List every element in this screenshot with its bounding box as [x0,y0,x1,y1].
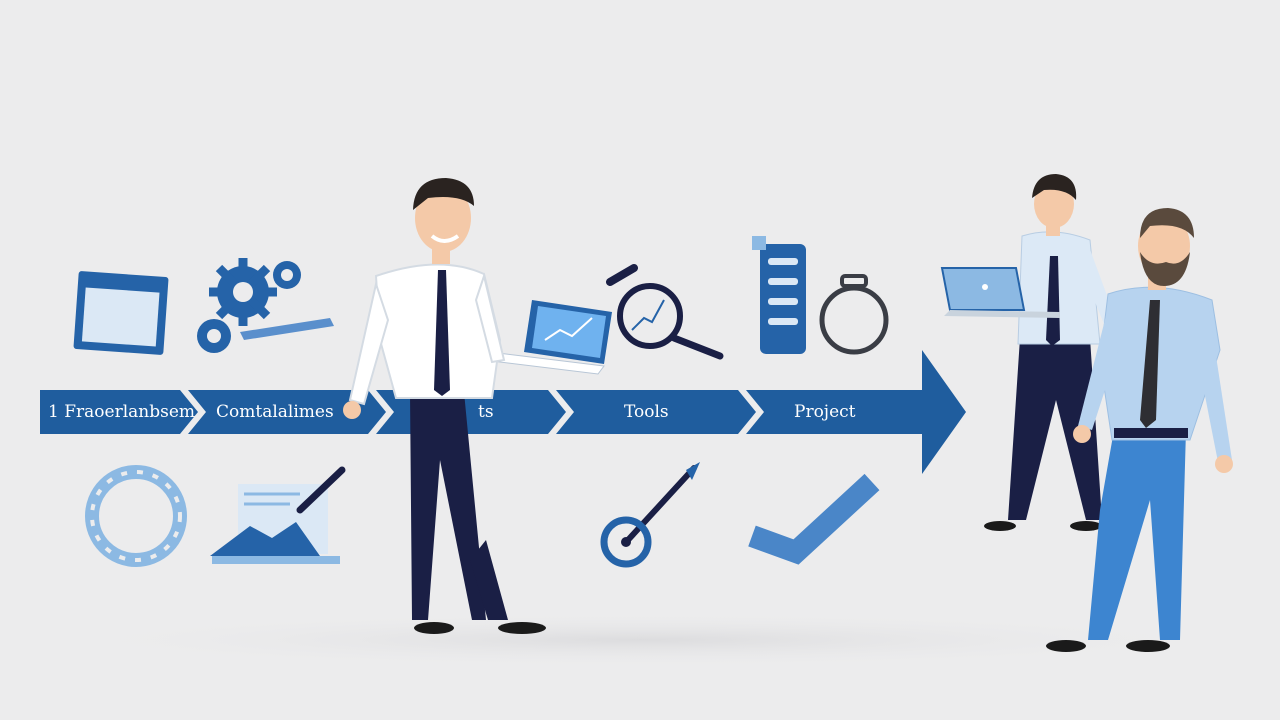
magnifier-chart-icon [606,264,724,360]
floor-shadow [40,612,1240,668]
process-step-2 [188,390,386,434]
process-step-label-2: Comtalalimes [216,402,334,422]
process-arrow: 1 Fraoerlanbsem Comtalalimes ts Tools Pr… [40,350,966,474]
gear-ring-icon [85,465,187,567]
process-step-label-3: ts [478,402,494,422]
person-presenter [343,178,546,634]
window-icon [73,271,169,355]
process-step-label-4: Tools [624,402,669,422]
person-laptop [940,174,1116,531]
person-bearded [1046,208,1233,652]
pin-icon [600,462,700,568]
process-step-label-1: 1 Fraoerlanbsem [48,402,195,422]
laptop-chart-icon [483,300,612,375]
gears-icon [197,258,334,353]
checkmark-icon [748,473,880,565]
process-step-label-5: Project [794,402,856,422]
document-chart-icon [210,466,346,564]
ring-icon [819,274,889,355]
process-step-1 [40,390,198,434]
process-step-4 [556,390,756,434]
database-icon [752,236,806,354]
process-step-5 [746,350,966,474]
